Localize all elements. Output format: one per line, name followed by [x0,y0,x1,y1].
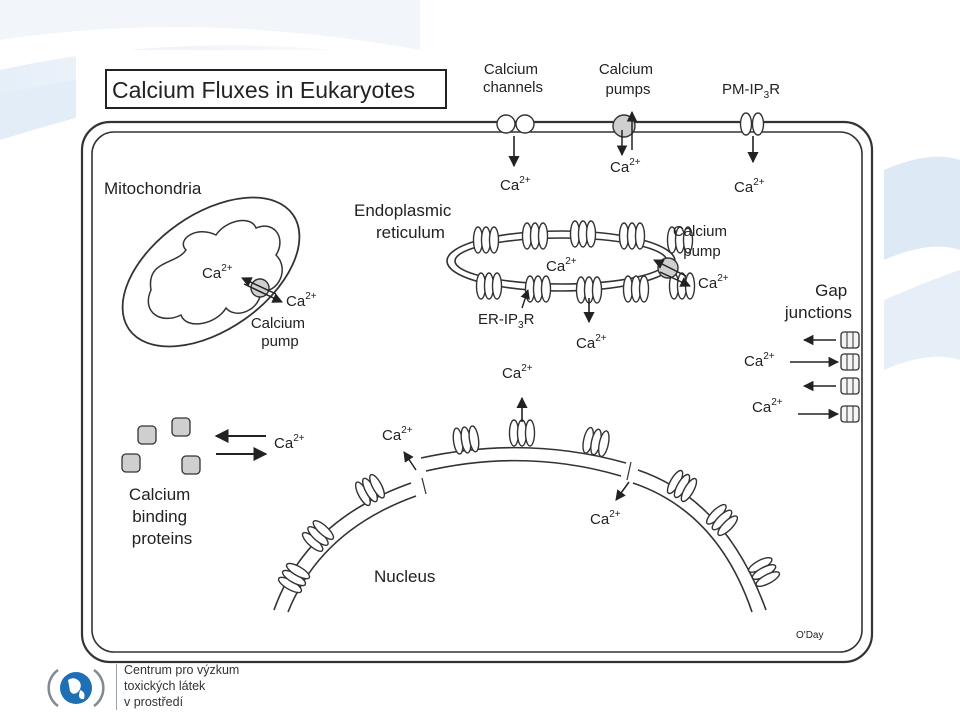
label-mitochondria: Mitochondria [104,179,202,198]
institution-line: toxických látek [124,679,206,693]
mito-pump-arrow-in [241,277,277,295]
ion-label-cytosol: Ca2+ [502,363,533,382]
ion-label-nucleus-left: Ca2+ [382,425,413,444]
credit-label: O'Day [796,630,823,641]
label-er-ip3r: ER-IP3R [478,311,535,331]
label-mito-calcium-pump: Calcium pump [251,315,309,350]
nuclear-arrow-right [615,481,630,501]
ion-label-gj-1: Ca2+ [744,351,775,370]
label-calcium-channels: Calcium channels [483,61,543,96]
title-box [105,69,447,109]
ion-label-channel: Ca2+ [500,175,531,194]
plasma-membrane [80,120,874,664]
ion-label-gj-2: Ca2+ [752,397,783,416]
institution-line: v prostředí [124,695,184,709]
ion-label-nucleus-right: Ca2+ [590,509,621,528]
ion-label-mito-outer: Ca2+ [286,291,317,310]
binding-proteins-icon [121,417,201,475]
institution-name: Centrum pro výzkum toxických látek v pro… [124,662,304,710]
er-pump-arrow-out [659,271,691,287]
label-pm-ip3r: PM-IP3R [722,81,780,101]
calcium-channel-icon [496,114,535,134]
label-calcium-pumps: Calcium pumps [599,61,657,98]
figure-drawing: Calcium Fluxes in Eukaryotes Calcium cha… [80,61,874,664]
institution-logo [47,668,105,708]
institution-line: Centrum pro výzkum [124,663,240,677]
er-ip3r-pointer [520,289,530,309]
nuclear-arrow-left [403,451,417,471]
label-er-calcium-pump: Calcium pump [673,223,731,260]
footer-divider [116,664,117,710]
label-endoplasmic-reticulum: Endoplasmic reticulum [354,201,456,242]
calcium-flux-figure: Calcium Fluxes in Eukaryotes Calcium cha… [76,50,884,668]
nuclear-envelope [273,446,767,613]
ion-label-pm-pump: Ca2+ [610,157,641,176]
figure-title: Calcium Fluxes in Eukaryotes [112,77,415,103]
ion-label-mito-inner: Ca2+ [202,263,233,282]
nuclear-gap-line-right [626,461,632,481]
mitochondrion-icon [121,196,301,348]
nuclear-pores [275,419,783,597]
mito-pump-arrow-out [243,283,283,303]
ion-label-er-release: Ca2+ [576,333,607,352]
nuclear-gap-line-left [421,477,427,495]
label-gap-junctions: Gap junctions [784,281,852,322]
ion-label-er-lumen: Ca2+ [546,256,577,275]
ion-label-pm-ip3r: Ca2+ [734,177,765,196]
ion-label-binding: Ca2+ [274,433,305,452]
ion-label-er-pump: Ca2+ [698,273,729,292]
gap-junction-channels [840,331,860,423]
label-nucleus: Nucleus [374,567,435,586]
plasma-membrane-inner [91,131,863,653]
label-binding-proteins: Calcium binding proteins [129,485,195,548]
er-pump-arrow-in [653,259,687,277]
